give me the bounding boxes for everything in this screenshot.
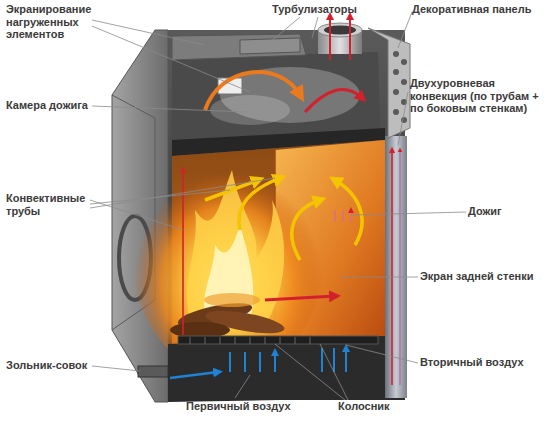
flow-arrow <box>305 90 362 112</box>
ember <box>204 293 260 307</box>
convection-arrow <box>391 150 393 385</box>
callout-label: Экранирование нагруженных элементов <box>6 3 96 41</box>
callout-label: Дожиг <box>468 205 502 218</box>
decorative-panel <box>368 28 410 138</box>
callout-label: Камера дожига <box>6 99 88 112</box>
flow-arrow <box>265 296 335 300</box>
ash-pan-handle <box>138 366 168 377</box>
grate-slots <box>190 337 310 344</box>
flow-arrow <box>239 178 280 230</box>
flow-arrow <box>205 72 300 110</box>
callout-label: Экран задней стенки <box>420 270 533 283</box>
primary-air-arrow <box>230 352 275 372</box>
flue-top <box>318 23 362 37</box>
smoke <box>210 95 290 125</box>
callout-label: Турбулизаторы <box>272 3 357 16</box>
callout-label: Колосник <box>338 400 390 413</box>
callout-label: Декоративная панель <box>412 3 531 16</box>
turbulator <box>240 38 300 54</box>
afterburn-chamber <box>172 52 380 140</box>
grate <box>178 336 378 344</box>
callout-label: Первичный воздух <box>186 400 291 413</box>
callout-label: Вторичный воздух <box>420 356 524 369</box>
flue-arrow <box>349 16 351 60</box>
leader-lines <box>90 12 466 400</box>
primary-air-arrow <box>170 372 218 378</box>
flue-hole <box>324 26 356 35</box>
callout-label: Конвективные трубы <box>6 192 96 217</box>
flue-arrow <box>329 16 331 60</box>
shield-plate <box>172 34 306 60</box>
secondary-air-arrow <box>322 348 346 372</box>
callout-label: Двухуровневая конвекция (по трубам + по … <box>410 77 550 115</box>
afterburn-arrows <box>335 210 351 222</box>
flow-arrow <box>292 200 320 260</box>
panel-holes <box>393 51 407 123</box>
flow-arrow <box>335 180 362 245</box>
ash-area <box>168 336 385 402</box>
convection-arrow <box>399 150 400 385</box>
callout-label: Зольник-совок <box>6 359 87 372</box>
convection-wall <box>385 136 407 398</box>
